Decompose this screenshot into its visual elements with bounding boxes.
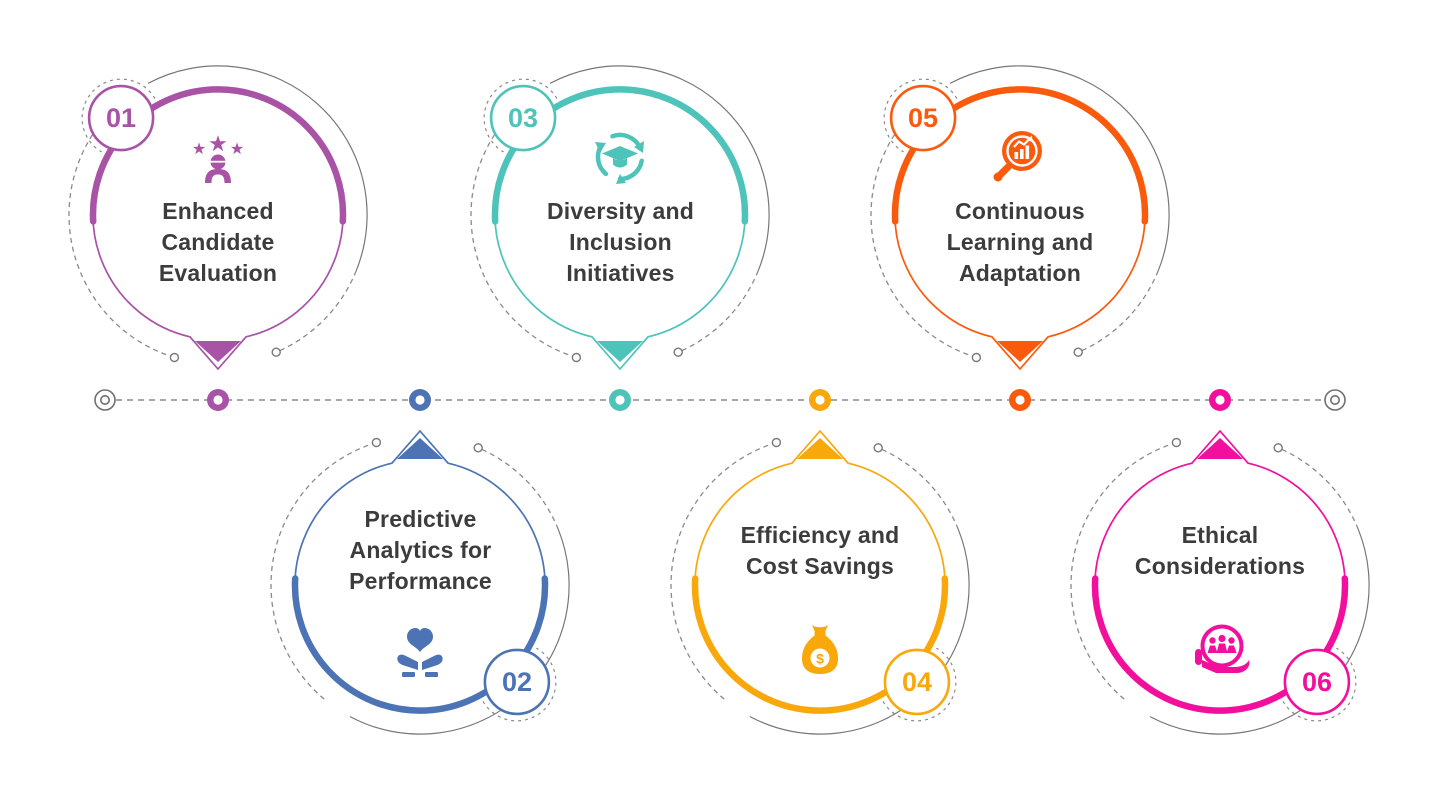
pointer-triangle bbox=[397, 438, 443, 459]
badge-number-01: 01 bbox=[105, 103, 137, 133]
pointer-triangle bbox=[195, 341, 241, 362]
outer-ring-dashed bbox=[477, 447, 559, 530]
ring-terminator-dot bbox=[1073, 347, 1083, 357]
hands-heart-icon bbox=[397, 628, 443, 677]
node-title-06: Ethical Considerations bbox=[1134, 522, 1306, 579]
main-circle-thick-arc bbox=[1091, 575, 1349, 714]
outer-ring-dashed bbox=[670, 441, 777, 700]
badge-dashed-arc bbox=[882, 647, 957, 722]
money-bag-icon: $ bbox=[802, 625, 838, 674]
node-03-graphic bbox=[470, 65, 770, 411]
ring-terminator-dot bbox=[1273, 443, 1283, 453]
node-06-graphic bbox=[1070, 389, 1370, 735]
node-01-graphic: ★ ★ ★ bbox=[68, 65, 368, 411]
pointer-triangle bbox=[797, 438, 843, 459]
node-title-01: Enhanced Candidate Evaluation bbox=[158, 198, 278, 286]
node-02-graphic bbox=[270, 389, 570, 735]
node-title-05: Continuous Learning and Adaptation bbox=[946, 198, 1094, 286]
ring-terminator-dot bbox=[371, 437, 382, 448]
timeline-dot bbox=[207, 389, 229, 411]
timeline-dot bbox=[409, 389, 431, 411]
timeline bbox=[94, 389, 1346, 411]
timeline-dot bbox=[809, 389, 831, 411]
pointer-triangle bbox=[997, 341, 1043, 362]
ring-terminator-dot bbox=[473, 443, 483, 453]
main-circle-thick-arc bbox=[291, 575, 549, 714]
timeline-dot bbox=[1209, 389, 1231, 411]
outer-ring-dashed bbox=[1077, 270, 1159, 353]
outer-ring-dashed bbox=[870, 100, 977, 359]
outer-ring-solid bbox=[949, 65, 1170, 272]
analytics-magnifier-icon bbox=[993, 131, 1042, 182]
ring-terminator-dot bbox=[673, 347, 683, 357]
outer-ring-solid bbox=[147, 65, 368, 272]
number-badge bbox=[483, 648, 551, 716]
number-badge bbox=[883, 648, 951, 716]
number-badge bbox=[889, 84, 957, 152]
badge-number-03: 03 bbox=[507, 103, 539, 133]
node-title-02: Predictive Analytics for Performance bbox=[349, 506, 492, 594]
timeline-end-marker-icon bbox=[1324, 389, 1346, 411]
ring-terminator-dot bbox=[873, 443, 883, 453]
node-title-03: Diversity and Inclusion Initiatives bbox=[546, 198, 695, 286]
timeline-dot bbox=[609, 389, 631, 411]
inclusion-hand-icon bbox=[1195, 624, 1250, 673]
outer-ring-dashed bbox=[1277, 447, 1359, 530]
outer-ring-dashed bbox=[270, 441, 377, 700]
badge-dashed-arc bbox=[81, 78, 156, 153]
learning-cycle-icon bbox=[595, 132, 644, 184]
outer-ring-dashed bbox=[677, 270, 759, 353]
svg-text:$: $ bbox=[816, 651, 824, 667]
main-circle-thick-arc bbox=[691, 575, 949, 714]
outer-ring-dashed bbox=[68, 100, 175, 359]
node-05-graphic bbox=[870, 65, 1170, 411]
outer-ring-dashed bbox=[470, 100, 577, 359]
ring-terminator-dot bbox=[169, 352, 180, 363]
outer-ring-dashed bbox=[275, 270, 357, 353]
timeline-dot bbox=[1009, 389, 1031, 411]
badge-number-05: 05 bbox=[907, 103, 939, 133]
number-badge bbox=[489, 84, 557, 152]
ring-terminator-dot bbox=[571, 352, 582, 363]
number-badge bbox=[1283, 648, 1351, 716]
number-badge bbox=[87, 84, 155, 152]
svg-text:★: ★ bbox=[230, 139, 244, 158]
outer-ring-solid bbox=[549, 65, 770, 272]
badge-number-02: 02 bbox=[501, 667, 533, 697]
ring-terminator-dot bbox=[271, 347, 281, 357]
ring-terminator-dot bbox=[1171, 437, 1182, 448]
ring-terminator-dot bbox=[771, 437, 782, 448]
main-circle-thick-arc bbox=[491, 86, 749, 225]
outer-ring-dashed bbox=[877, 447, 959, 530]
svg-text:★: ★ bbox=[208, 132, 228, 157]
badge-dashed-arc bbox=[483, 78, 558, 153]
main-circle-thick-arc bbox=[891, 86, 1149, 225]
candidate-rating-icon: ★ ★ ★ bbox=[192, 132, 244, 183]
badge-dashed-arc bbox=[482, 647, 557, 722]
main-circle-thick-arc bbox=[89, 86, 347, 225]
node-04-graphic: $ bbox=[670, 389, 970, 735]
badge-dashed-arc bbox=[883, 78, 958, 153]
badge-dashed-arc bbox=[1282, 647, 1357, 722]
pointer-triangle bbox=[597, 341, 643, 362]
timeline-start-marker-icon bbox=[94, 389, 116, 411]
badge-number-04: 04 bbox=[901, 667, 933, 697]
outer-ring-dashed bbox=[1070, 441, 1177, 700]
svg-text:★: ★ bbox=[192, 139, 206, 158]
ring-terminator-dot bbox=[971, 352, 982, 363]
badge-number-06: 06 bbox=[1301, 667, 1333, 697]
pointer-triangle bbox=[1197, 438, 1243, 459]
node-title-04: Efficiency and Cost Savings bbox=[740, 522, 900, 579]
